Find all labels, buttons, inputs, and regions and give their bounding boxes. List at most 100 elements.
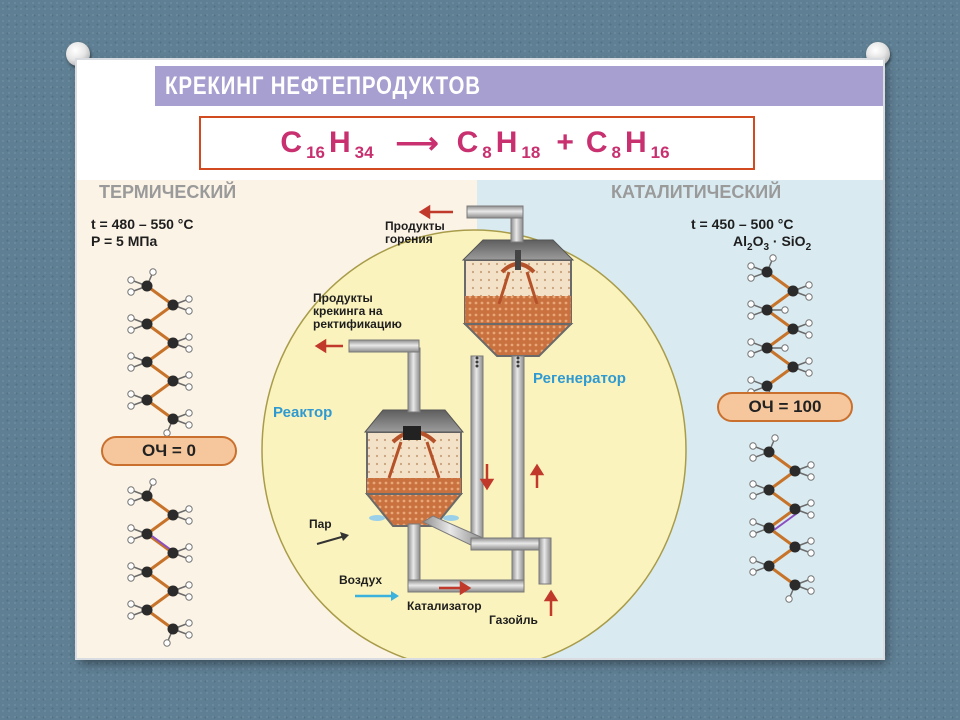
hydrogen-atom bbox=[749, 480, 757, 488]
catalytic-octane-badge: ОЧ = 100 bbox=[717, 392, 853, 422]
hydrogen-atom bbox=[127, 390, 135, 398]
carbon-atom bbox=[141, 280, 153, 292]
hydrogen-atom bbox=[185, 631, 193, 639]
carbon-atom bbox=[763, 560, 775, 572]
catalyst-flow-beads bbox=[475, 356, 520, 368]
molecule-catalytic-top bbox=[747, 254, 813, 404]
hydrogen-atom bbox=[781, 344, 789, 352]
hydrogen-atom bbox=[807, 537, 815, 545]
hydrogen-atom bbox=[749, 518, 757, 526]
hydrogen-atom bbox=[127, 486, 135, 494]
reactant-hydrogen: H bbox=[328, 126, 351, 159]
hydrogen-atom bbox=[807, 461, 815, 469]
hydrogen-atom bbox=[127, 524, 135, 532]
carbon-atom bbox=[141, 394, 153, 406]
thermal-temperature: t = 480 – 550 °C bbox=[91, 216, 194, 232]
molecule-thermal-top bbox=[127, 268, 193, 437]
hydrogen-atom bbox=[749, 492, 757, 500]
hydrogen-atom bbox=[805, 331, 813, 339]
hydrogen-atom bbox=[781, 306, 789, 314]
hydrogen-atom bbox=[127, 612, 135, 620]
reactant-carbon: C bbox=[280, 126, 303, 159]
carbon-atom bbox=[141, 604, 153, 616]
thermal-heading: ТЕРМИЧЕСКИЙ bbox=[99, 182, 237, 202]
thermal-pressure: P = 5 МПа bbox=[91, 233, 158, 249]
catalyst-o: O bbox=[752, 233, 764, 249]
reactor-vessel bbox=[363, 409, 465, 527]
cracking-line1: Продукты bbox=[313, 291, 373, 305]
carbon-atom bbox=[167, 509, 179, 521]
cracking-diagram bbox=[127, 204, 815, 658]
catalyst-o-sub: 3 bbox=[763, 241, 770, 253]
hydrogen-atom bbox=[127, 288, 135, 296]
input-arrows bbox=[316, 532, 399, 601]
hydrogen-atom bbox=[805, 319, 813, 327]
hydrogen-atom bbox=[747, 350, 755, 358]
hydrogen-atom bbox=[185, 345, 193, 353]
product1-hydrogen: H bbox=[495, 126, 518, 159]
catalyst-al: Al bbox=[733, 233, 747, 249]
carbon-atom bbox=[141, 318, 153, 330]
hydrogen-atom bbox=[185, 307, 193, 315]
carbon-atom bbox=[789, 579, 801, 591]
carbon-atom bbox=[789, 503, 801, 515]
product2-carbon: C bbox=[585, 126, 608, 159]
carbon-atom bbox=[141, 356, 153, 368]
carbon-atom bbox=[167, 623, 179, 635]
carbon-atom bbox=[167, 547, 179, 559]
label-gasoil: Газойль bbox=[489, 613, 538, 627]
hydrogen-atom bbox=[149, 268, 157, 276]
reaction-arrow-icon: ⟶ bbox=[395, 126, 439, 160]
carbon-atom bbox=[167, 585, 179, 597]
hydrogen-atom bbox=[805, 293, 813, 301]
hydrogen-atom bbox=[127, 314, 135, 322]
catalytic-catalyst: Al2O3 · SiO2 bbox=[733, 233, 811, 256]
product1-carbon: C bbox=[456, 126, 479, 159]
carbon-atom bbox=[787, 361, 799, 373]
hydrogen-atom bbox=[185, 593, 193, 601]
catalyst-sio: · SiO bbox=[769, 233, 806, 249]
product1-hydrogen-count: 18 bbox=[521, 143, 541, 162]
molecule-catalytic-bottom bbox=[749, 434, 815, 603]
hydrogen-atom bbox=[749, 454, 757, 462]
page-title: КРЕКИНГ НЕФТЕПРОДУКТОВ bbox=[165, 72, 481, 100]
carbon-atom bbox=[141, 528, 153, 540]
hydrogen-atom bbox=[747, 312, 755, 320]
hydrogen-atom bbox=[807, 587, 815, 595]
hydrogen-atom bbox=[749, 568, 757, 576]
hydrogen-atom bbox=[185, 543, 193, 551]
carbon-atom bbox=[763, 522, 775, 534]
hydrogen-atom bbox=[805, 281, 813, 289]
hydrogen-atom bbox=[807, 511, 815, 519]
product2-hydrogen: H bbox=[625, 126, 647, 159]
carbon-atom bbox=[789, 465, 801, 477]
label-catalyst: Катализатор bbox=[407, 599, 482, 613]
hydrogen-atom bbox=[127, 600, 135, 608]
hydrogen-atom bbox=[747, 262, 755, 270]
carbon-atom bbox=[141, 490, 153, 502]
hydrogen-atom bbox=[771, 434, 779, 442]
carbon-atom bbox=[761, 266, 773, 278]
hydrogen-atom bbox=[785, 595, 793, 603]
hydrogen-atom bbox=[127, 276, 135, 284]
carbon-atom bbox=[167, 337, 179, 349]
label-combustion-products: Продукты горения bbox=[385, 220, 445, 246]
hydrogen-atom bbox=[127, 498, 135, 506]
hydrogen-atom bbox=[185, 619, 193, 627]
hydrogen-atom bbox=[805, 369, 813, 377]
label-steam: Пар bbox=[309, 517, 332, 531]
carbon-atom bbox=[167, 299, 179, 311]
hydrogen-atom bbox=[127, 364, 135, 372]
carbon-atom bbox=[167, 375, 179, 387]
carbon-atom bbox=[787, 323, 799, 335]
hydrogen-atom bbox=[127, 562, 135, 570]
hydrogen-atom bbox=[185, 555, 193, 563]
hydrogen-atom bbox=[185, 371, 193, 379]
label-air: Воздух bbox=[339, 573, 383, 587]
hydrogen-atom bbox=[163, 639, 171, 647]
hydrogen-atom bbox=[185, 409, 193, 417]
molecule-thermal-bottom bbox=[127, 478, 193, 647]
